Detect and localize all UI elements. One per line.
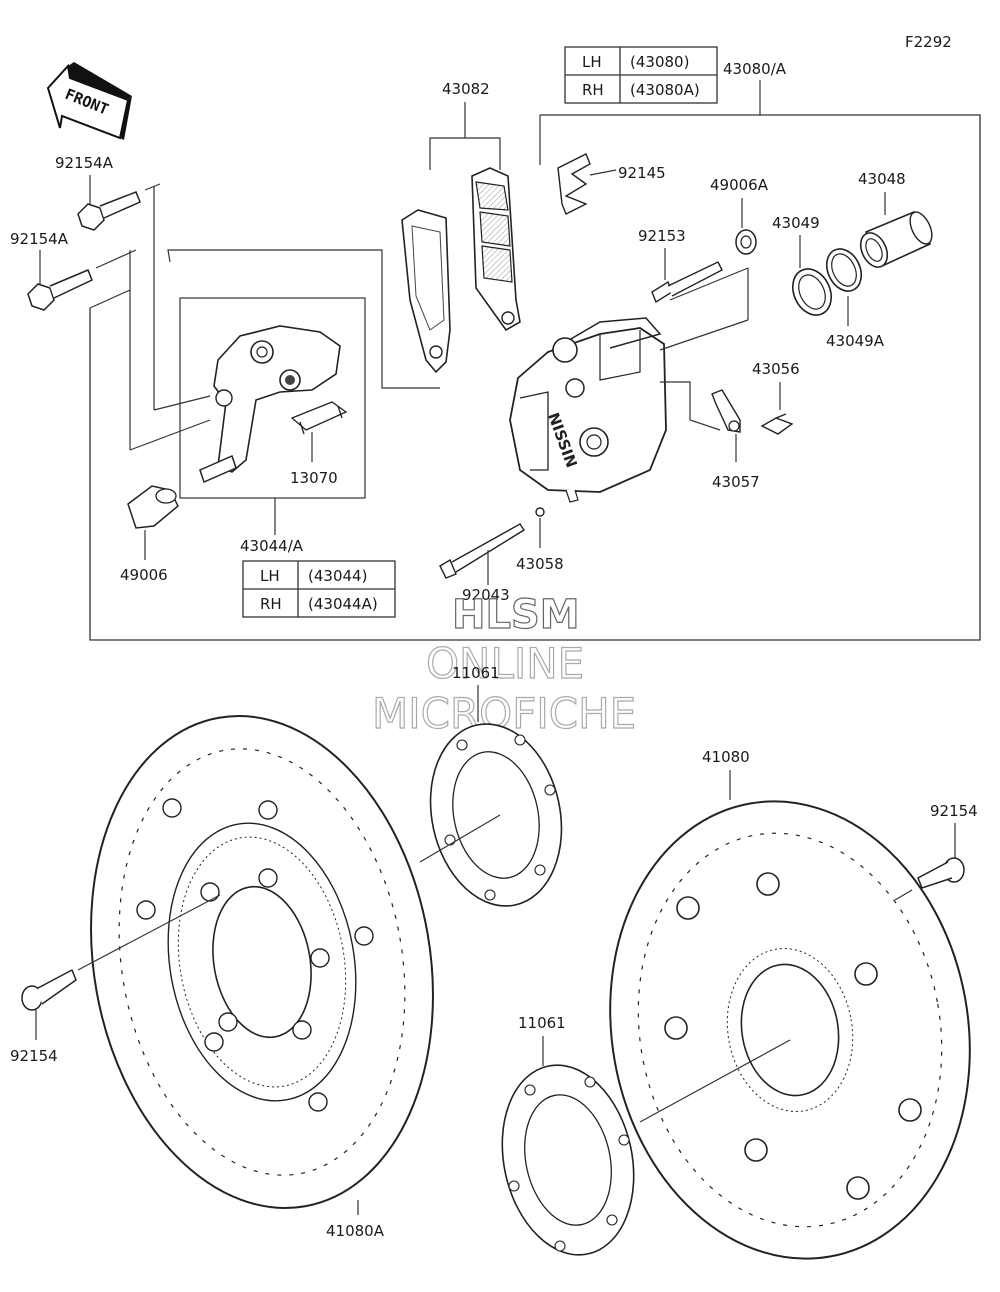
watermark-line1: HLSM [452, 592, 580, 638]
bracket-row-part: (43044) [308, 567, 367, 585]
label-41080a: 41080A [326, 1222, 385, 1240]
label-41080: 41080 [702, 748, 750, 766]
brake-disc-right [609, 800, 971, 1260]
slide-pin [651, 261, 723, 304]
brake-pad [401, 209, 451, 374]
label-43049a: 43049A [826, 332, 885, 350]
watermark-line2: ONLINE [426, 639, 584, 688]
brake-pad [471, 167, 521, 332]
label-13070: 13070 [290, 469, 338, 487]
label-92154: 92154 [10, 1047, 58, 1065]
caliper-side-table: LH (43080) RH (43080A) [564, 46, 718, 104]
brake-caliper: NISSIN [509, 317, 667, 503]
label-43080a: 43080/A [723, 60, 787, 78]
piston-seal [791, 268, 833, 316]
bleeder-valve [760, 413, 794, 435]
caliper-row-side: RH [582, 81, 604, 99]
disc-bolt-left [21, 968, 77, 1011]
label-43048: 43048 [858, 170, 906, 188]
brake-disc-left [90, 715, 434, 1209]
label-92153: 92153 [638, 227, 686, 245]
disc-shim [429, 723, 563, 907]
label-11061: 11061 [518, 1014, 566, 1032]
label-92154: 92154 [930, 802, 978, 820]
label-43082: 43082 [442, 80, 490, 98]
disc-bolt-right [917, 857, 965, 889]
label-49006: 49006 [120, 566, 168, 584]
label-43049: 43049 [772, 214, 820, 232]
rubber-boot [127, 485, 179, 529]
e-ring [535, 507, 545, 517]
front-arrow-icon: FRONT [46, 62, 132, 140]
label-43058: 43058 [516, 555, 564, 573]
disc-shim [501, 1064, 635, 1256]
label-92154a: 92154A [10, 230, 69, 248]
caliper-row-part: (43080A) [630, 81, 700, 99]
bracket-side-table: LH (43044) RH (43044A) [242, 560, 396, 618]
label-11061: 11061 [452, 664, 500, 682]
label-92154a: 92154A [55, 154, 114, 172]
label-92043: 92043 [462, 586, 510, 604]
bolt-92154a [77, 191, 141, 231]
pad-spring-clip [290, 401, 348, 435]
label-43044a: 43044/A [240, 537, 304, 555]
label-49006a: 49006A [710, 176, 769, 194]
bleeder-cap [711, 389, 741, 433]
label-43057: 43057 [712, 473, 760, 491]
caliper-row-side: LH [582, 53, 602, 71]
bolt-92154a [27, 269, 93, 311]
pin-boot [735, 229, 757, 255]
pad-pin [439, 523, 525, 579]
caliper-piston [859, 210, 933, 268]
pad-clip [557, 153, 591, 215]
caliper-bracket [199, 325, 341, 484]
assembly-frame [89, 114, 981, 641]
dust-seal [825, 248, 863, 292]
bracket-row-part: (43044A) [308, 595, 378, 613]
bracket-row-side: RH [260, 595, 282, 613]
bracket-row-side: LH [260, 567, 280, 585]
label-43056: 43056 [752, 360, 800, 378]
figure-code: F2292 [905, 33, 952, 51]
label-92145: 92145 [618, 164, 666, 182]
caliper-row-part: (43080) [630, 53, 689, 71]
bracket-frame [179, 297, 366, 499]
